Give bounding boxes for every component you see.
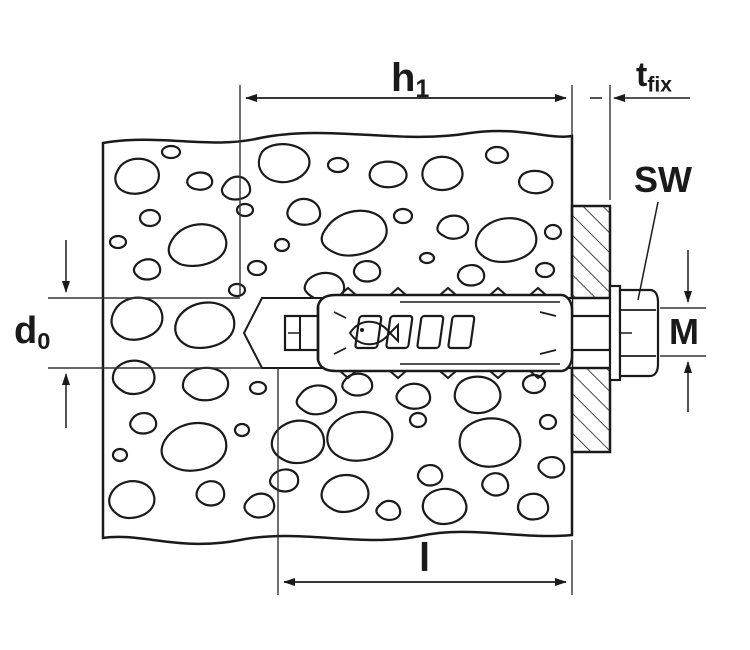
hex-nut xyxy=(618,288,660,378)
label-d0: d0 xyxy=(14,312,50,353)
fixture-plate xyxy=(570,204,612,454)
label-d0-sub: 0 xyxy=(37,327,51,354)
dimension-lines xyxy=(48,85,706,595)
label-l: l xyxy=(419,536,431,580)
label-h1-sub: 1 xyxy=(415,76,430,104)
label-m: M xyxy=(669,311,699,352)
leader-sw xyxy=(637,201,659,301)
concrete-aggregate xyxy=(108,143,566,526)
expansion-sleeve xyxy=(316,286,574,380)
label-tfix-sub: fix xyxy=(647,73,672,97)
label-h1: h1 xyxy=(391,58,429,103)
label-h1-main: h xyxy=(391,56,416,100)
washer xyxy=(608,284,622,382)
label-tfix: tfix xyxy=(636,58,672,95)
label-tfix-main: t xyxy=(636,56,648,94)
label-sw: SW xyxy=(634,159,692,200)
label-d0-main: d xyxy=(14,310,38,352)
